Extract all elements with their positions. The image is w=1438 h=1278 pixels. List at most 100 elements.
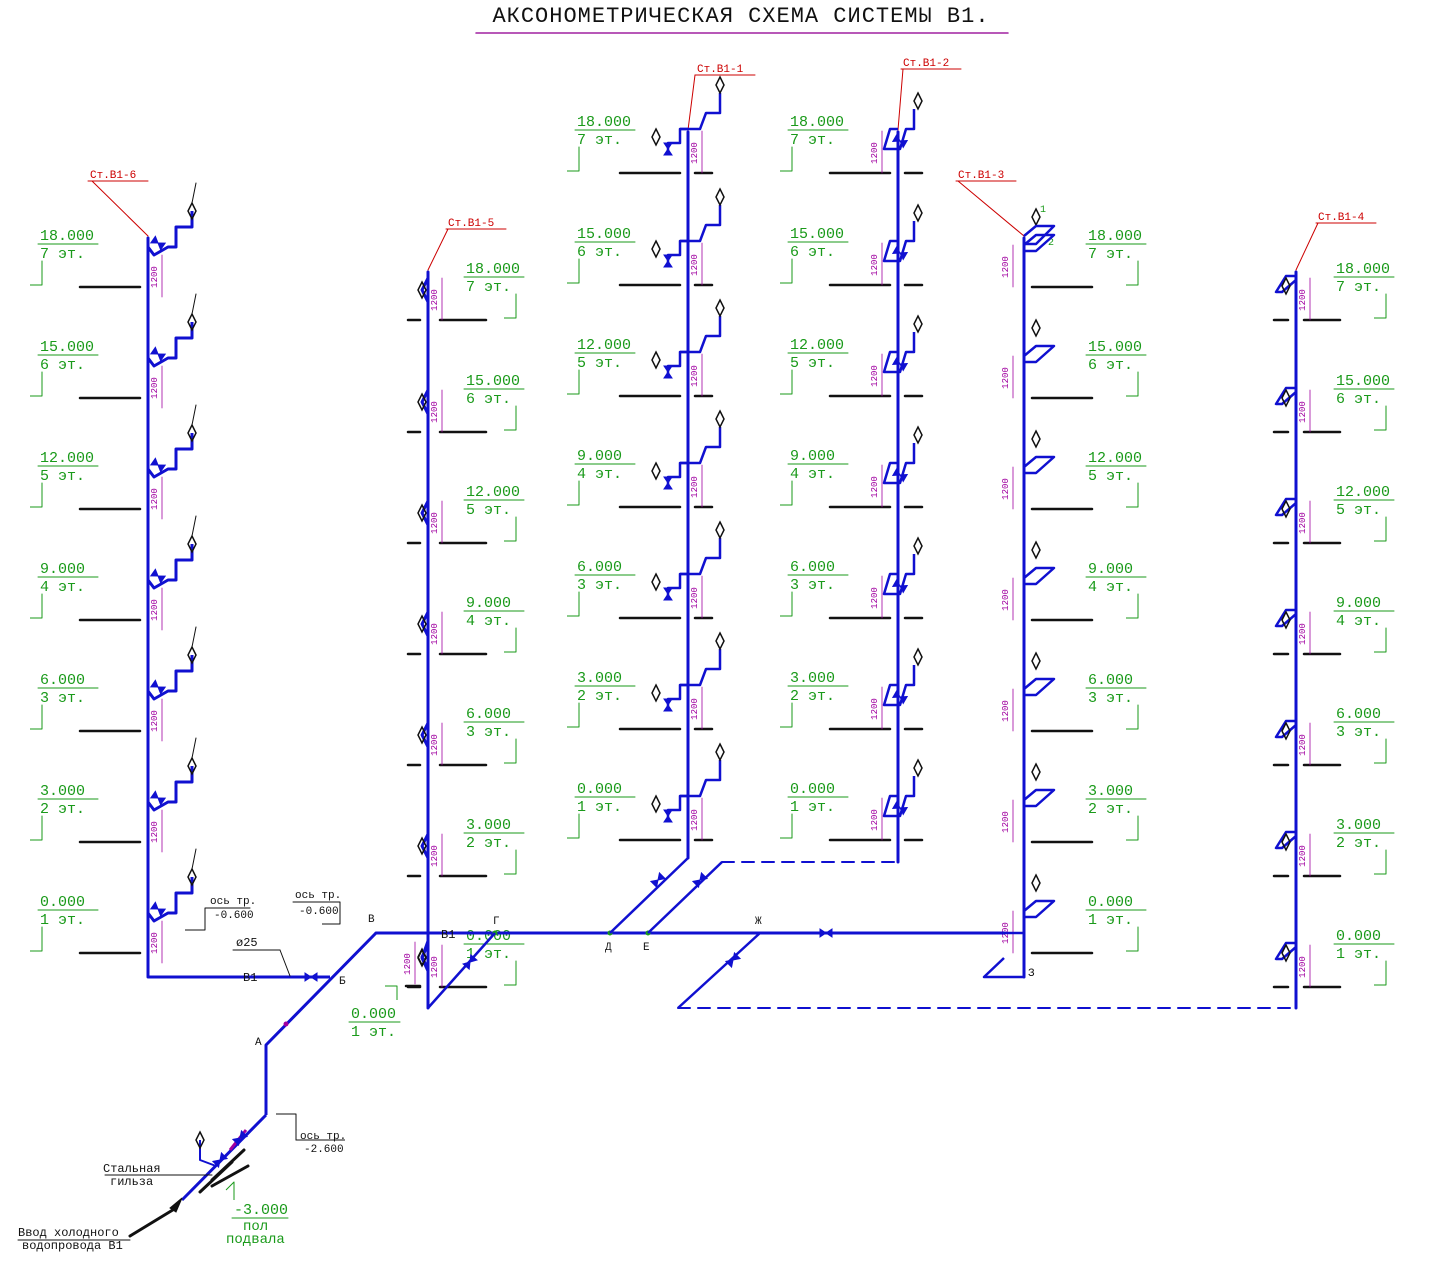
level-floor: 5 эт. <box>577 355 622 372</box>
level-tick <box>567 147 580 172</box>
floor-line <box>210 1164 250 1188</box>
level-floor: 1 эт. <box>577 799 622 816</box>
valve-half <box>724 959 734 969</box>
water-tap-icon <box>1281 499 1291 519</box>
water-tap-icon <box>187 312 197 332</box>
valve-half <box>891 800 901 810</box>
branch-pipe <box>882 776 916 818</box>
level-tick <box>1126 372 1139 397</box>
level-tick <box>780 814 793 839</box>
level-tick <box>504 517 517 542</box>
valve-half <box>462 961 471 971</box>
valve-half <box>663 698 673 706</box>
water-tap-icon <box>1031 873 1041 893</box>
level-elevation: 15.000 <box>1336 373 1390 390</box>
branch-pipe <box>1274 386 1297 406</box>
level-elevation: 15.000 <box>790 226 844 243</box>
water-tap-icon <box>715 409 725 429</box>
branch-pipe <box>146 766 194 812</box>
dimension-1200: 1200 <box>403 953 413 975</box>
branch-pipe <box>882 109 916 151</box>
riser-mark: 2 <box>1048 238 1054 249</box>
dimension-1200: 1200 <box>870 809 880 831</box>
level-elevation: 6.000 <box>790 559 835 576</box>
level-tick <box>504 294 517 319</box>
valve-half <box>149 568 159 577</box>
dimension-1200: 1200 <box>1298 512 1308 534</box>
level-floor: 4 эт. <box>790 466 835 483</box>
riser-mark: 1 <box>1040 205 1046 216</box>
water-tap-icon <box>417 725 427 745</box>
branch-pipe <box>420 722 430 748</box>
level-floor: 1 эт. <box>1336 946 1381 963</box>
valve-half <box>663 587 673 595</box>
level-tick <box>1374 850 1387 875</box>
water-tap-icon <box>715 631 725 651</box>
level-floor: 1 эт. <box>1088 912 1133 929</box>
branch-pipe <box>1274 941 1297 961</box>
valve-icon <box>663 809 673 823</box>
water-tap-icon <box>187 645 197 665</box>
dimension-1200: 1200 <box>150 821 160 843</box>
water-tap-icon <box>1031 207 1041 227</box>
valve-icon <box>149 457 167 473</box>
level-tick <box>1126 816 1139 841</box>
valve-icon <box>149 568 167 584</box>
level-tick <box>504 739 517 764</box>
valve-icon <box>891 800 909 816</box>
branch-pipe <box>1274 274 1297 294</box>
water-tap-icon <box>187 201 197 221</box>
water-tap-icon <box>913 91 923 111</box>
water-tap-icon <box>417 948 427 968</box>
dimension-1200: 1200 <box>690 698 700 720</box>
level-elevation: 18.000 <box>577 114 631 131</box>
level-tick <box>30 927 43 952</box>
level-elevation: 9.000 <box>577 448 622 465</box>
valve-icon <box>891 578 909 594</box>
branch-pipe <box>146 877 194 923</box>
level-tick <box>567 481 580 506</box>
inlet-arrow-shaft <box>128 1206 178 1238</box>
dimension-1200: 1200 <box>430 512 440 534</box>
dimension-1200: 1200 <box>150 710 160 732</box>
level-elevation: 9.000 <box>40 561 85 578</box>
valve-half <box>899 473 909 483</box>
branch-pipe <box>882 665 916 707</box>
water-tap-icon <box>715 187 725 207</box>
dimension-1200: 1200 <box>430 956 440 978</box>
level-floor: 4 эт. <box>40 579 85 596</box>
pipe-label: В1 <box>243 971 257 985</box>
level-elevation: 12.000 <box>40 450 94 467</box>
water-tap-icon <box>651 683 661 703</box>
branch-pipe <box>420 611 430 637</box>
dimension-1200: 1200 <box>150 377 160 399</box>
level-tick <box>1374 961 1387 986</box>
valve-half <box>157 242 167 251</box>
valve-icon <box>819 928 833 938</box>
level-elevation: 0.000 <box>577 781 622 798</box>
level-floor: 2 эт. <box>577 688 622 705</box>
branch-pipe <box>666 683 688 707</box>
level-floor: 7 эт. <box>1336 279 1381 296</box>
steel-sleeve <box>198 1160 234 1194</box>
node-label: Б <box>339 976 346 988</box>
valve-half <box>157 686 167 695</box>
water-tap-icon <box>913 314 923 334</box>
branch-pipe <box>1023 899 1056 919</box>
dimension-1200: 1200 <box>1001 589 1011 611</box>
dimension-1200: 1200 <box>1298 289 1308 311</box>
branch-pipe <box>146 433 194 479</box>
valve-half <box>149 235 159 244</box>
dimension-1200: 1200 <box>1001 478 1011 500</box>
level-floor: 6 эт. <box>790 244 835 261</box>
water-tap-icon <box>913 536 923 556</box>
water-tap-icon <box>651 350 661 370</box>
valve-icon <box>663 476 673 490</box>
dimension-1200: 1200 <box>870 365 880 387</box>
dimension-1200: 1200 <box>870 698 880 720</box>
level-elevation: 15.000 <box>1088 339 1142 356</box>
valve-icon <box>663 587 673 601</box>
valve-half <box>899 139 909 149</box>
branch-pipe <box>1023 224 1056 246</box>
dimension-1200: 1200 <box>870 587 880 609</box>
